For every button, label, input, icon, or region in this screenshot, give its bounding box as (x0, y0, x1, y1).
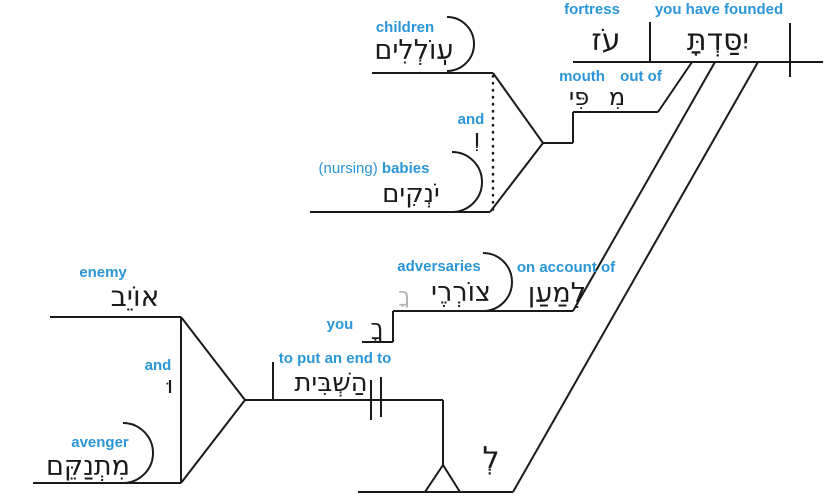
out-of-gloss: out of (620, 68, 662, 85)
and-lower-hebrew: וּ (166, 371, 174, 399)
out-of-hebrew: מִ (608, 83, 626, 111)
avenger-arc (122, 422, 154, 484)
babies-arc (451, 151, 483, 213)
on-account-of-gloss: on account of (516, 259, 616, 276)
put-an-end-gloss: to put an end to (278, 350, 392, 367)
founded-gloss: you have founded (654, 1, 784, 18)
purpose-attach-slash (572, 61, 716, 312)
founded-hebrew: יִסַּדְתָּ (686, 23, 750, 58)
adversaries-suffix-hebrew-muted: ךָ (398, 284, 410, 309)
avenger-hebrew: מִתְנַקֵּם (46, 451, 130, 482)
babies-hebrew: יֹנְקִים (382, 179, 440, 209)
children-hebrew: עֽוֹלְלִים (374, 35, 454, 66)
fortress-hebrew: עֹז (591, 23, 621, 58)
mouth-attach-slash (657, 61, 693, 113)
lamed-preposition-hebrew: לְ (482, 441, 500, 476)
children-converge-line (492, 72, 544, 144)
on-account-of-hebrew: לְמַעַן (527, 278, 587, 309)
babies-qualifier: (nursing) (318, 160, 378, 177)
enemy-gloss: enemy (79, 264, 127, 281)
adversaries-gloss: adversaries (397, 258, 481, 275)
babies-gloss-word: babies (381, 160, 430, 177)
you-hebrew: ךָ (370, 314, 384, 342)
babies-converge-line (489, 142, 544, 213)
avenger-gloss: avenger (71, 434, 129, 451)
put-an-end-hebrew: הַשְׁבִּית (294, 368, 368, 398)
lamed-attach-slash (512, 61, 759, 493)
enemy-converge-line (180, 316, 246, 401)
mouth-hebrew: פִּי (568, 83, 590, 111)
babies-gloss: (nursing) babies (319, 161, 430, 176)
adversaries-arc (482, 252, 513, 312)
and-upper-gloss: and (457, 111, 485, 128)
you-gloss: you (326, 316, 354, 333)
avenger-converge-line (180, 399, 246, 484)
and-lower-gloss: and (144, 357, 172, 374)
children-arc (446, 16, 475, 72)
fortress-gloss: fortress (564, 1, 620, 18)
mouth-gloss: mouth (559, 68, 605, 85)
adversaries-hebrew: צוֹרְרֶי (431, 277, 491, 308)
children-gloss: children (375, 19, 435, 36)
and-upper-hebrew: וְ (473, 124, 481, 152)
pedestal-triangle (423, 463, 462, 493)
enemy-hebrew: אוֹיֵב (110, 280, 160, 313)
